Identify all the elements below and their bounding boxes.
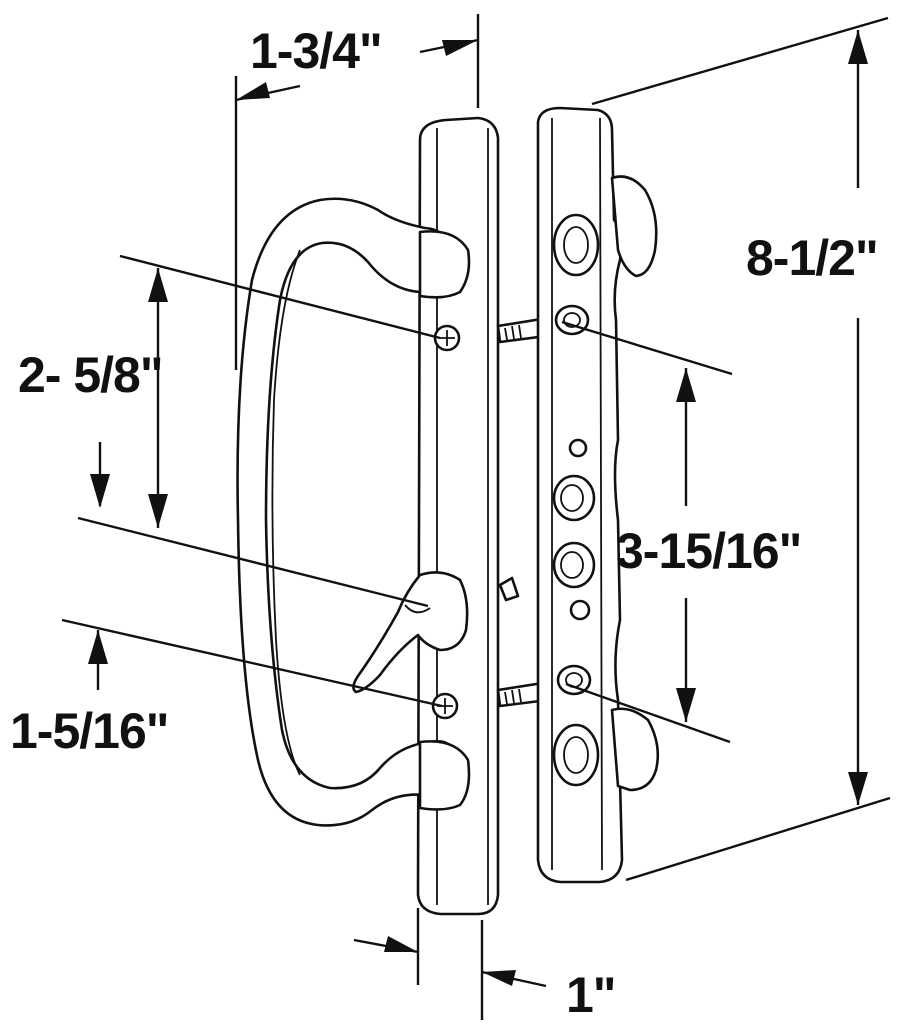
extension-line [625, 796, 891, 882]
dimension-lines [61, 14, 891, 1020]
arrow-head [676, 368, 696, 402]
top-handle-tab [610, 175, 658, 278]
arrow-head [90, 474, 110, 508]
lower-mount-boss [418, 740, 471, 811]
reference-line [565, 682, 731, 744]
label-upper-offset: 2- 5/8" [18, 347, 163, 403]
pull-handle-inner-edge [271, 249, 301, 776]
reference-line [561, 320, 733, 376]
dimension-labels: 1-3/4" 8-1/2" 2- 5/8" 3-15/16" 1-5/16" 1… [10, 23, 879, 1023]
arrow-head [848, 772, 868, 805]
lower-screw-icon [431, 692, 459, 720]
latch-tab [498, 576, 520, 602]
extension-line [591, 16, 889, 106]
label-plate-width: 1" [566, 967, 616, 1023]
lower-cutout-icon [552, 723, 600, 787]
arrow-head [236, 82, 270, 100]
arrow-head [148, 494, 168, 528]
arrow-head [148, 268, 168, 302]
label-handle-depth: 1-3/4" [250, 23, 382, 79]
lever-ridge [404, 604, 431, 614]
inner-plate-edge [599, 117, 603, 871]
arrow-head [676, 688, 696, 722]
upper-screw-boss-icon [554, 304, 590, 336]
label-overall-height: 8-1/2" [746, 230, 878, 286]
upper-cutout-icon [552, 213, 600, 277]
reference-line [119, 254, 441, 340]
outer-handle [236, 116, 500, 916]
upper-screw-icon [433, 324, 461, 352]
inner-escutcheon [536, 106, 660, 884]
thumb-latch-lever [352, 571, 469, 694]
arrow-head [88, 630, 108, 664]
reference-line [77, 516, 429, 608]
arrow-head [384, 936, 418, 952]
bottom-handle-tab [610, 707, 660, 792]
arrow-head [848, 30, 868, 64]
arrow-head [482, 970, 516, 986]
arrow-head [442, 40, 478, 56]
label-screw-spacing: 3-15/16" [616, 523, 801, 579]
label-lower-offset: 1-5/16" [10, 703, 168, 759]
reference-line [61, 618, 443, 708]
upper-mount-boss [418, 230, 471, 299]
latch-mechanism [552, 438, 596, 621]
